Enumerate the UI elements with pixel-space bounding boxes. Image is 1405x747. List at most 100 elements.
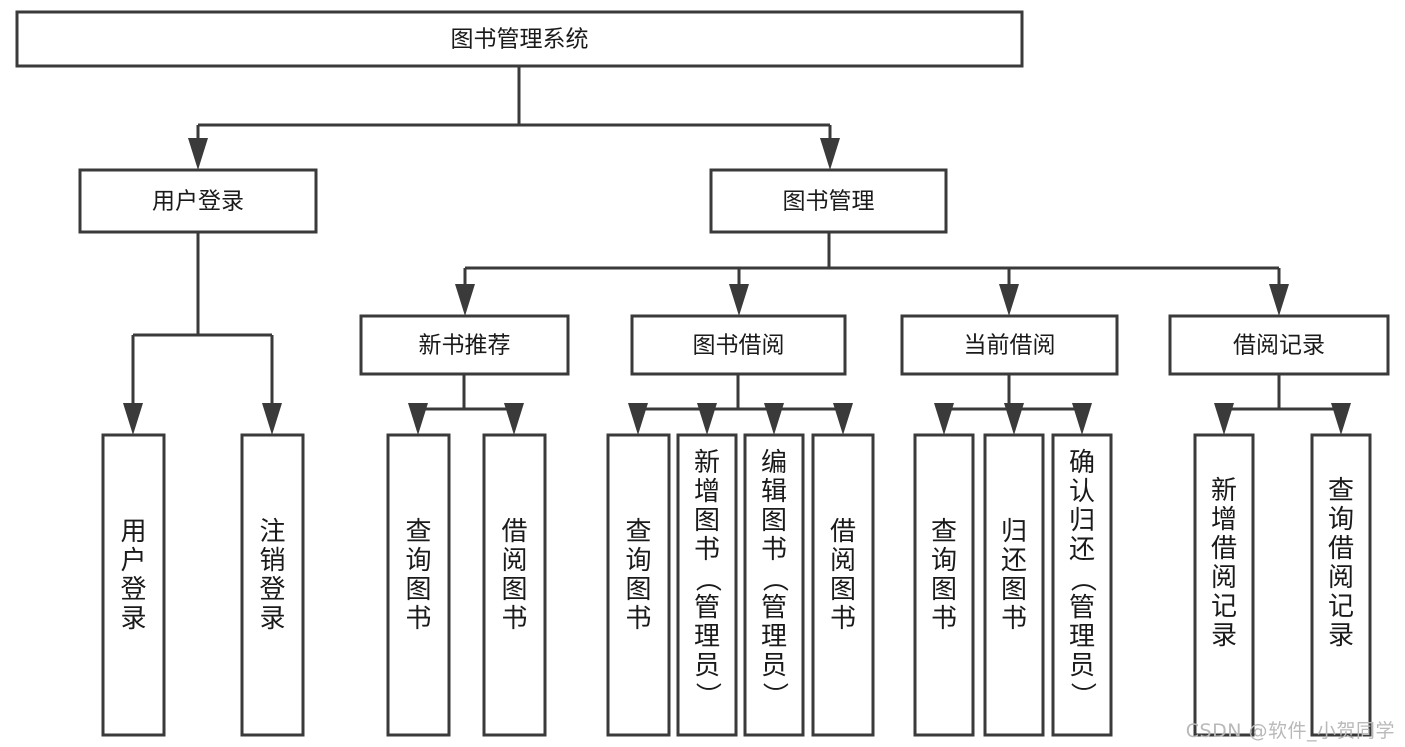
node-label-char: （ [1067, 566, 1097, 592]
node-label-char: 认 [1069, 477, 1095, 507]
node-box[interactable] [1310, 433, 1372, 737]
node-label-char: 询 [405, 546, 431, 576]
arrow-head-icon [833, 403, 853, 435]
node-label-char: 还 [1001, 546, 1027, 576]
node-box[interactable] [1168, 314, 1390, 376]
node-label-char: 用 [120, 517, 146, 547]
node-box[interactable] [1193, 433, 1255, 737]
arrow-head-icon [628, 403, 648, 435]
connector-edge-borrowrecord-bus [1214, 374, 1351, 435]
node-box[interactable] [482, 433, 547, 737]
node-label-char: 书 [931, 604, 957, 634]
node-leaf-user-login[interactable]: 用户登录 [101, 433, 166, 737]
node-label-char: 图 [405, 575, 431, 605]
connector-edge-bookborrow-bus [628, 374, 853, 435]
arrow-head-icon [1214, 403, 1234, 435]
node-box[interactable] [900, 314, 1119, 376]
node-label-char: 登 [120, 575, 146, 605]
node-label-char: 查 [625, 517, 651, 547]
node-label-char: 查 [931, 517, 957, 547]
node-label-char: 增 [1211, 505, 1237, 535]
connector-edge-root-bus [188, 66, 840, 170]
node-root[interactable]: 图书管理系统 [15, 10, 1024, 68]
node-current-borrow[interactable]: 当前借阅 [900, 314, 1119, 376]
node-label: 用户登录 [152, 189, 244, 215]
node-box[interactable] [676, 433, 738, 737]
node-box[interactable] [606, 433, 671, 737]
nodes-layer: 图书管理系统用户登录图书管理新书推荐图书借阅当前借阅借阅记录用户登录注销登录查询… [15, 10, 1390, 737]
arrow-head-icon [820, 138, 840, 170]
connector-edge-currentborrow-bus [934, 374, 1092, 435]
node-label-char: 查 [405, 517, 431, 547]
node-box[interactable] [359, 314, 570, 376]
node-borrow-record[interactable]: 借阅记录 [1168, 314, 1390, 376]
node-label-char: 阅 [1211, 563, 1237, 593]
arrow-head-icon [1331, 403, 1351, 435]
node-book-borrow[interactable]: 图书借阅 [630, 314, 847, 376]
connector-edge-login-bus [123, 232, 282, 435]
node-label-char: 询 [931, 546, 957, 576]
node-box[interactable] [630, 314, 847, 376]
node-label-char: 书 [501, 604, 527, 634]
node-box[interactable] [101, 433, 166, 737]
arrow-head-icon [999, 284, 1019, 316]
node-new-book-rec[interactable]: 新书推荐 [359, 314, 570, 376]
node-label-char: 借 [830, 517, 856, 547]
node-label-char: 注 [259, 517, 285, 547]
node-label-char: 书 [405, 604, 431, 634]
node-label: 图书管理 [783, 189, 875, 215]
node-label-char: 销 [259, 546, 285, 576]
node-label-char: 借 [501, 517, 527, 547]
arrow-head-icon [1072, 403, 1092, 435]
node-box[interactable] [15, 10, 1024, 68]
node-label-char: 员 [1069, 651, 1095, 681]
node-box[interactable] [386, 433, 451, 737]
node-box[interactable] [1051, 433, 1113, 737]
node-label-char: ） [759, 682, 789, 708]
connector-edge-manage-bus [455, 232, 1289, 316]
node-user-login[interactable]: 用户登录 [78, 168, 318, 234]
node-label-char: 新 [694, 448, 720, 478]
arrow-head-icon [1269, 284, 1289, 316]
arrow-head-icon [697, 403, 717, 435]
node-book-manage[interactable]: 图书管理 [709, 168, 948, 234]
node-label-char: 图 [694, 506, 720, 536]
node-label-char: 书 [694, 535, 720, 565]
node-box[interactable] [743, 433, 805, 737]
node-label-char: 阅 [1328, 563, 1354, 593]
node-box[interactable] [240, 433, 305, 737]
node-label: 图书借阅 [693, 333, 785, 359]
node-label-char: 查 [1328, 476, 1354, 506]
node-label-char: 录 [259, 604, 285, 634]
node-box[interactable] [913, 433, 975, 737]
node-label-char: 管 [1069, 593, 1095, 623]
node-box[interactable] [709, 168, 948, 234]
node-label-char: （ [759, 566, 789, 592]
arrow-head-icon [408, 403, 428, 435]
node-label-char: 员 [761, 651, 787, 681]
arrow-head-icon [455, 284, 475, 316]
node-box[interactable] [983, 433, 1045, 737]
node-label-char: 阅 [501, 546, 527, 576]
arrow-head-icon [934, 403, 954, 435]
node-label-char: 图 [761, 506, 787, 536]
node-box[interactable] [811, 433, 875, 737]
node-label-char: 辑 [761, 477, 787, 507]
node-box[interactable] [78, 168, 318, 234]
node-label: 借阅记录 [1233, 333, 1325, 359]
node-label-char: 图 [501, 575, 527, 605]
